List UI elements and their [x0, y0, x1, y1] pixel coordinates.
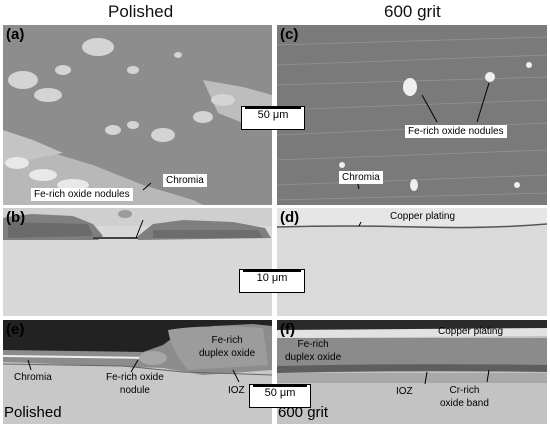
panel-f-label: (f) — [280, 321, 295, 338]
scale-bar-top-label: 50 μm — [257, 109, 289, 121]
panel-e-chromia-label: Chromia — [14, 372, 52, 383]
panel-b: (b) — [3, 208, 272, 316]
title-polished: Polished — [108, 2, 174, 21]
panel-c: (c) Fe-rich oxide nodules Chromia — [277, 25, 547, 205]
panel-e-ioz-label: IOZ — [228, 385, 245, 396]
title-600-grit: 600 grit — [384, 2, 441, 21]
panel-d-image — [277, 208, 547, 316]
panel-f-band-label: Cr-rich oxide band — [440, 385, 489, 409]
panel-e-corner-label: Polished — [4, 404, 62, 421]
panel-f-ioz-label: IOZ — [396, 386, 413, 397]
panel-e-duplex-label: Fe-rich duplex oxide — [199, 335, 256, 359]
panel-d-plating-label: Copper plating — [390, 211, 456, 222]
panel-a: (a) Fe-rich oxide nodules Chromia — [3, 25, 272, 205]
panel-d-label: (d) — [280, 209, 300, 226]
panel-f-duplex-label: Fe-rich duplex oxide — [285, 339, 342, 363]
panel-a-image — [3, 25, 272, 205]
panel-f: (f) Copper plating Fe-rich duplex oxide … — [277, 320, 547, 424]
panel-d: (d) Copper plating — [277, 208, 547, 316]
scale-bar-top: 50 μm — [241, 106, 305, 130]
panel-f-image — [277, 320, 547, 424]
panel-b-image — [3, 208, 272, 316]
panel-a-nodules-label: Fe-rich oxide nodules — [31, 188, 133, 201]
panel-c-label: (c) — [280, 26, 299, 43]
scale-bar-middle-label: 10 μm — [256, 272, 288, 284]
scale-bar-bottom-label: 50 μm — [264, 387, 296, 399]
panel-a-chromia-label: Chromia — [163, 174, 207, 187]
scale-bar-middle: 10 μm — [239, 269, 305, 293]
panel-c-chromia-label: Chromia — [339, 171, 383, 184]
panel-c-nodules-label: Fe-rich oxide nodules — [405, 125, 507, 138]
panel-e-nodule-label: Fe-rich oxide nodule — [106, 372, 164, 396]
panel-e-label: (e) — [6, 321, 25, 338]
scale-bar-bottom-line — [253, 385, 307, 387]
scale-bar-bottom: 50 μm — [249, 384, 311, 408]
scale-bar-top-line — [245, 107, 301, 109]
panel-c-image — [277, 25, 547, 205]
panel-b-label: (b) — [6, 209, 26, 226]
panel-f-corner-label: 600 grit — [278, 404, 329, 421]
panel-a-label: (a) — [6, 26, 25, 43]
scale-bar-middle-line — [243, 270, 301, 272]
panel-e-image — [3, 320, 272, 424]
panel-e: (e) Chromia Fe-rich oxide nodule Fe-rich… — [3, 320, 272, 424]
panel-f-plating-label: Copper plating — [438, 326, 504, 337]
